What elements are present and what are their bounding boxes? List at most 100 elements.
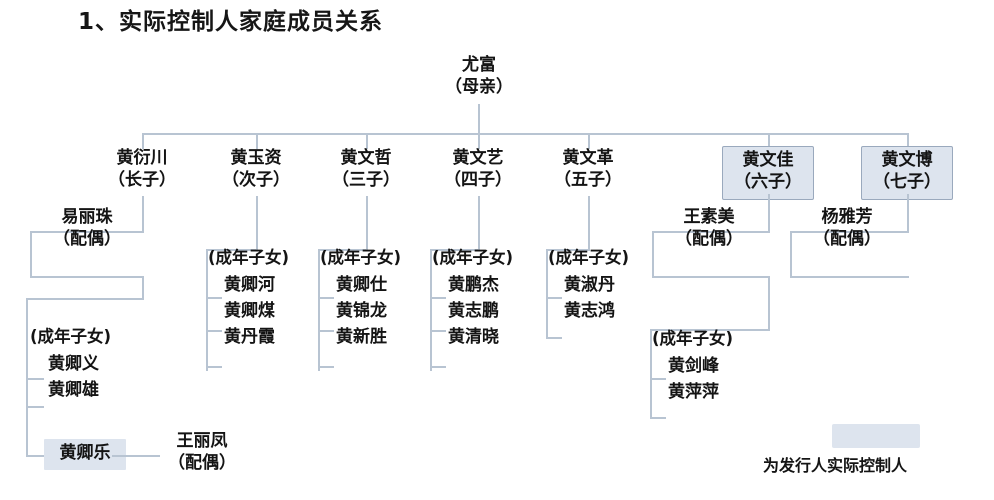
- node-grandson-highlighted-name: 黄卿乐: [59, 443, 111, 463]
- node-grandson-highlighted: 黄卿乐: [44, 439, 126, 470]
- list-item: 黄清晓: [448, 326, 499, 347]
- legend-label: 为发行人实际控制人: [763, 456, 908, 475]
- list-grandchildren-eldest-son: (成年子女) 黄卿义 黄卿雄: [30, 327, 112, 400]
- connector-son1-spouse-stem: [142, 276, 144, 298]
- connector-son1-spouse-bar: [30, 231, 144, 233]
- node-spouse-seventh-son-relation: （配偶）: [813, 228, 881, 249]
- connector-drop-son-6: [768, 133, 770, 147]
- list-item: 黄卿仕: [336, 274, 387, 295]
- connector-son2-tick-2: [206, 330, 222, 332]
- connector-son6-spouse-bar: [652, 231, 770, 233]
- node-spouse-sixth-son-name: 王素美: [683, 207, 735, 227]
- connector-son1-tick-1: [26, 378, 44, 380]
- connector-son3-tick-2: [318, 330, 334, 332]
- connector-son5-stem: [588, 196, 590, 250]
- list-grandchildren-third-son: (成年子女) 黄卿仕 黄锦龙 黄新胜: [320, 248, 402, 346]
- connector-son6-spouse-bottom: [652, 276, 770, 278]
- connector-sibling-bus: [142, 133, 908, 135]
- connector-son7-stem: [907, 194, 909, 232]
- list-grandchildren-sixth-son: (成年子女) 黄剑峰 黄萍萍: [652, 329, 734, 402]
- connector-son7-spouse-left: [790, 231, 792, 277]
- connector-son2-children-top: [206, 249, 258, 251]
- connector-son2-tick-3: [206, 366, 222, 368]
- node-root-mother: 尤富 （母亲）: [424, 55, 534, 99]
- connector-son6-children-top: [650, 329, 770, 331]
- list-item: 黄卿雄: [48, 379, 99, 400]
- list-header: (成年子女): [548, 248, 630, 267]
- list-item: 黄卿煤: [224, 300, 275, 321]
- node-son-3: 黄文哲 （三子）: [316, 148, 416, 192]
- list-grandchildren-fourth-son: (成年子女) 黄鹏杰 黄志鹏 黄清晓: [432, 248, 514, 347]
- connector-son1-stem: [142, 196, 144, 232]
- node-son-2-name: 黄玉资: [230, 148, 282, 168]
- connector-son3-children-top: [318, 249, 368, 251]
- node-son-6: 黄文佳 （六子）: [722, 146, 814, 200]
- connector-son1-spouse-left: [30, 231, 32, 277]
- connector-son5-children-spine: [546, 249, 548, 339]
- connector-son3-tick-3: [318, 366, 334, 368]
- connector-drop-son-4: [478, 133, 480, 149]
- connector-son1-children-top: [26, 298, 144, 300]
- node-son-7-relation: （七子）: [873, 171, 941, 192]
- connector-son3-children-spine: [318, 249, 320, 371]
- connector-drop-son-7: [907, 133, 909, 147]
- node-son-5: 黄文革 （五子）: [538, 148, 638, 192]
- node-son-7: 黄文博 （七子）: [861, 146, 953, 200]
- node-son-4-name: 黄文艺: [452, 148, 504, 168]
- node-son-2: 黄玉资 （次子）: [206, 148, 306, 192]
- connector-son7-spouse-bottom: [790, 276, 909, 278]
- connector-son6-tick-1: [650, 378, 666, 380]
- list-item: 黄志鸿: [564, 300, 615, 321]
- connector-son3-stem: [366, 196, 368, 250]
- node-spouse-grandson: 王丽凤 （配偶）: [155, 431, 249, 475]
- node-son-3-name: 黄文哲: [340, 148, 392, 168]
- node-spouse-sixth-son: 王素美 （配偶）: [656, 207, 762, 251]
- node-son-6-relation: （六子）: [734, 171, 802, 192]
- node-root-name: 尤富: [462, 55, 496, 75]
- node-son-3-relation: （三子）: [332, 169, 400, 190]
- connector-son4-tick-3: [430, 366, 446, 368]
- node-son-7-name: 黄文博: [881, 150, 933, 170]
- connector-drop-son-5: [588, 133, 590, 149]
- node-son-2-relation: （次子）: [222, 169, 290, 190]
- list-header: (成年子女): [432, 248, 514, 267]
- connector-son2-stem: [256, 196, 258, 250]
- connector-drop-son-1: [142, 133, 144, 149]
- node-spouse-eldest-son-name: 易丽珠: [61, 207, 113, 227]
- connector-son4-tick-2: [430, 330, 446, 332]
- list-item: 黄卿义: [48, 353, 99, 374]
- node-son-1-relation: （长子）: [108, 169, 176, 190]
- connector-son3-tick-1: [318, 297, 334, 299]
- connector-son4-tick-1: [430, 297, 446, 299]
- list-item: 黄萍萍: [668, 381, 719, 402]
- connector-drop-son-2: [256, 133, 258, 149]
- node-spouse-seventh-son: 杨雅芳 （配偶）: [794, 207, 900, 251]
- legend-color-swatch: [832, 424, 920, 448]
- list-header: (成年子女): [320, 248, 402, 267]
- list-item: 黄鹏杰: [448, 274, 499, 295]
- list-item: 黄锦龙: [336, 300, 387, 321]
- list-header: (成年子女): [208, 248, 290, 267]
- connector-drop-son-3: [366, 133, 368, 149]
- list-header: (成年子女): [30, 327, 112, 346]
- list-header: (成年子女): [652, 329, 734, 348]
- connector-son5-tick-1: [546, 297, 562, 299]
- node-son-1-name: 黄衍川: [116, 148, 168, 168]
- node-spouse-sixth-son-relation: （配偶）: [675, 228, 743, 249]
- node-spouse-eldest-son-relation: （配偶）: [53, 228, 121, 249]
- page-title: 1、实际控制人家庭成员关系: [78, 9, 384, 35]
- list-item: 黄剑峰: [668, 355, 719, 376]
- connector-son6-tick-2: [650, 417, 666, 419]
- node-son-4-relation: （四子）: [444, 169, 512, 190]
- node-spouse-eldest-son: 易丽珠 （配偶）: [34, 207, 140, 251]
- connector-son6-spouse-stem: [768, 276, 770, 330]
- node-son-5-name: 黄文革: [562, 148, 614, 168]
- node-son-1: 黄衍川 （长子）: [92, 148, 192, 192]
- node-root-relation: （母亲）: [445, 76, 513, 97]
- list-item: 黄卿河: [224, 274, 275, 295]
- connector-son1-spouse-bottom: [30, 276, 144, 278]
- list-grandchildren-second-son: (成年子女) 黄卿河 黄卿煤 黄丹霞: [208, 248, 290, 346]
- connector-son4-children-spine: [430, 249, 432, 371]
- connector-son4-children-top: [430, 249, 480, 251]
